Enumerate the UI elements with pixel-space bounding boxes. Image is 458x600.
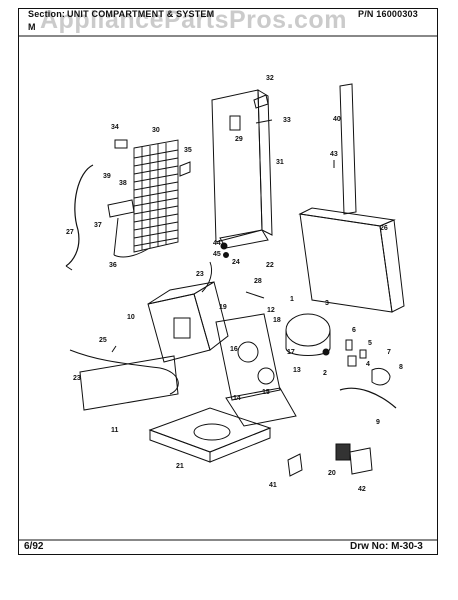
- callout-11: 11: [111, 427, 119, 434]
- tube-28: [245, 291, 265, 299]
- callout-18: 18: [273, 317, 281, 324]
- callout-15: 15: [262, 389, 270, 396]
- drain-tube: [65, 164, 94, 267]
- callout-1: 1: [290, 296, 294, 303]
- callout-20: 20: [328, 470, 336, 477]
- callout-33: 33: [283, 117, 291, 124]
- thermostat-29: [229, 115, 241, 131]
- clip-25: [111, 345, 117, 353]
- callout-34: 34: [111, 124, 119, 131]
- callout-29: 29: [235, 136, 243, 143]
- evaporator-coil: [133, 139, 179, 253]
- tube-23-upper: [201, 261, 213, 293]
- air-duct-40: [339, 83, 357, 215]
- section-title: UNIT COMPARTMENT & SYSTEM: [67, 9, 215, 19]
- callout-42: 42: [358, 486, 366, 493]
- callout-22: 22: [266, 262, 274, 269]
- revision-date: 6/92: [24, 541, 44, 552]
- clip-35: [179, 161, 191, 177]
- drain-pan-21: [148, 407, 272, 463]
- callout-45: 45: [213, 251, 221, 258]
- callout-2: 2: [323, 370, 327, 377]
- screw-33: [255, 119, 273, 124]
- part-number: P/N 16000303: [358, 9, 418, 19]
- drain-tube-23: [69, 349, 179, 395]
- compressor-1: [285, 313, 331, 356]
- callout-13: 13: [293, 367, 301, 374]
- callout-3: 3: [325, 300, 329, 307]
- clip-32: [253, 94, 269, 109]
- watermark: AppliancePartsPros.com: [40, 6, 347, 34]
- grommet-2: [322, 348, 330, 356]
- callout-28: 28: [254, 278, 262, 285]
- capacitor-7: [371, 367, 391, 386]
- base-plate-11: [79, 355, 179, 411]
- callout-8: 8: [399, 364, 403, 371]
- callout-16: 16: [230, 346, 238, 353]
- callout-25: 25: [99, 337, 107, 344]
- clip-34: [114, 139, 128, 149]
- drawing-frame: [18, 8, 438, 555]
- callout-14: 14: [233, 395, 241, 402]
- callout-41: 41: [269, 482, 277, 489]
- callout-24: 24: [232, 259, 240, 266]
- callout-30: 30: [152, 127, 160, 134]
- bracket-37: [107, 199, 135, 218]
- model-label: M: [28, 22, 36, 32]
- drain-tube-end: [65, 265, 73, 271]
- callout-23-upper: 23: [196, 271, 204, 278]
- callout-39: 39: [103, 173, 111, 180]
- section-label: Section:: [28, 9, 66, 19]
- relay-6: [345, 339, 353, 351]
- callout-23-lower: 23: [73, 375, 81, 382]
- condenser-26: [298, 207, 405, 313]
- callout-44: 44: [213, 240, 221, 247]
- cover-5: [359, 349, 367, 359]
- callout-27: 27: [66, 229, 74, 236]
- cord-9: [339, 387, 397, 409]
- callout-32: 32: [266, 75, 274, 82]
- overload-4: [347, 355, 357, 367]
- callout-17: 17: [287, 349, 295, 356]
- callout-10: 10: [127, 314, 135, 321]
- callout-5: 5: [368, 340, 372, 347]
- evaporator-cover-side: [257, 89, 273, 236]
- callout-26: 26: [380, 225, 388, 232]
- condenser-coil-10: [147, 281, 229, 363]
- drawing-number: Drw No: M-30-3: [350, 541, 423, 552]
- fan-motor-16: [215, 313, 281, 401]
- callout-21: 21: [176, 463, 184, 470]
- callout-31: 31: [276, 159, 284, 166]
- clip-41: [287, 453, 303, 477]
- plate-42: [349, 447, 373, 475]
- callout-36: 36: [109, 262, 117, 269]
- tube-36: [113, 217, 119, 256]
- callout-6: 6: [352, 327, 356, 334]
- callout-37: 37: [94, 222, 102, 229]
- base-plate-14: [225, 387, 297, 427]
- callout-38: 38: [119, 180, 127, 187]
- tube-36b: [113, 248, 149, 258]
- callout-4: 4: [366, 361, 370, 368]
- callout-9: 9: [376, 419, 380, 426]
- callout-7: 7: [387, 349, 391, 356]
- callout-40: 40: [333, 116, 341, 123]
- callout-43: 43: [330, 151, 338, 158]
- callout-19: 19: [219, 304, 227, 311]
- screw-45: [223, 252, 229, 258]
- callout-35: 35: [184, 147, 192, 154]
- screw-44: [220, 242, 228, 250]
- callout-12: 12: [267, 307, 275, 314]
